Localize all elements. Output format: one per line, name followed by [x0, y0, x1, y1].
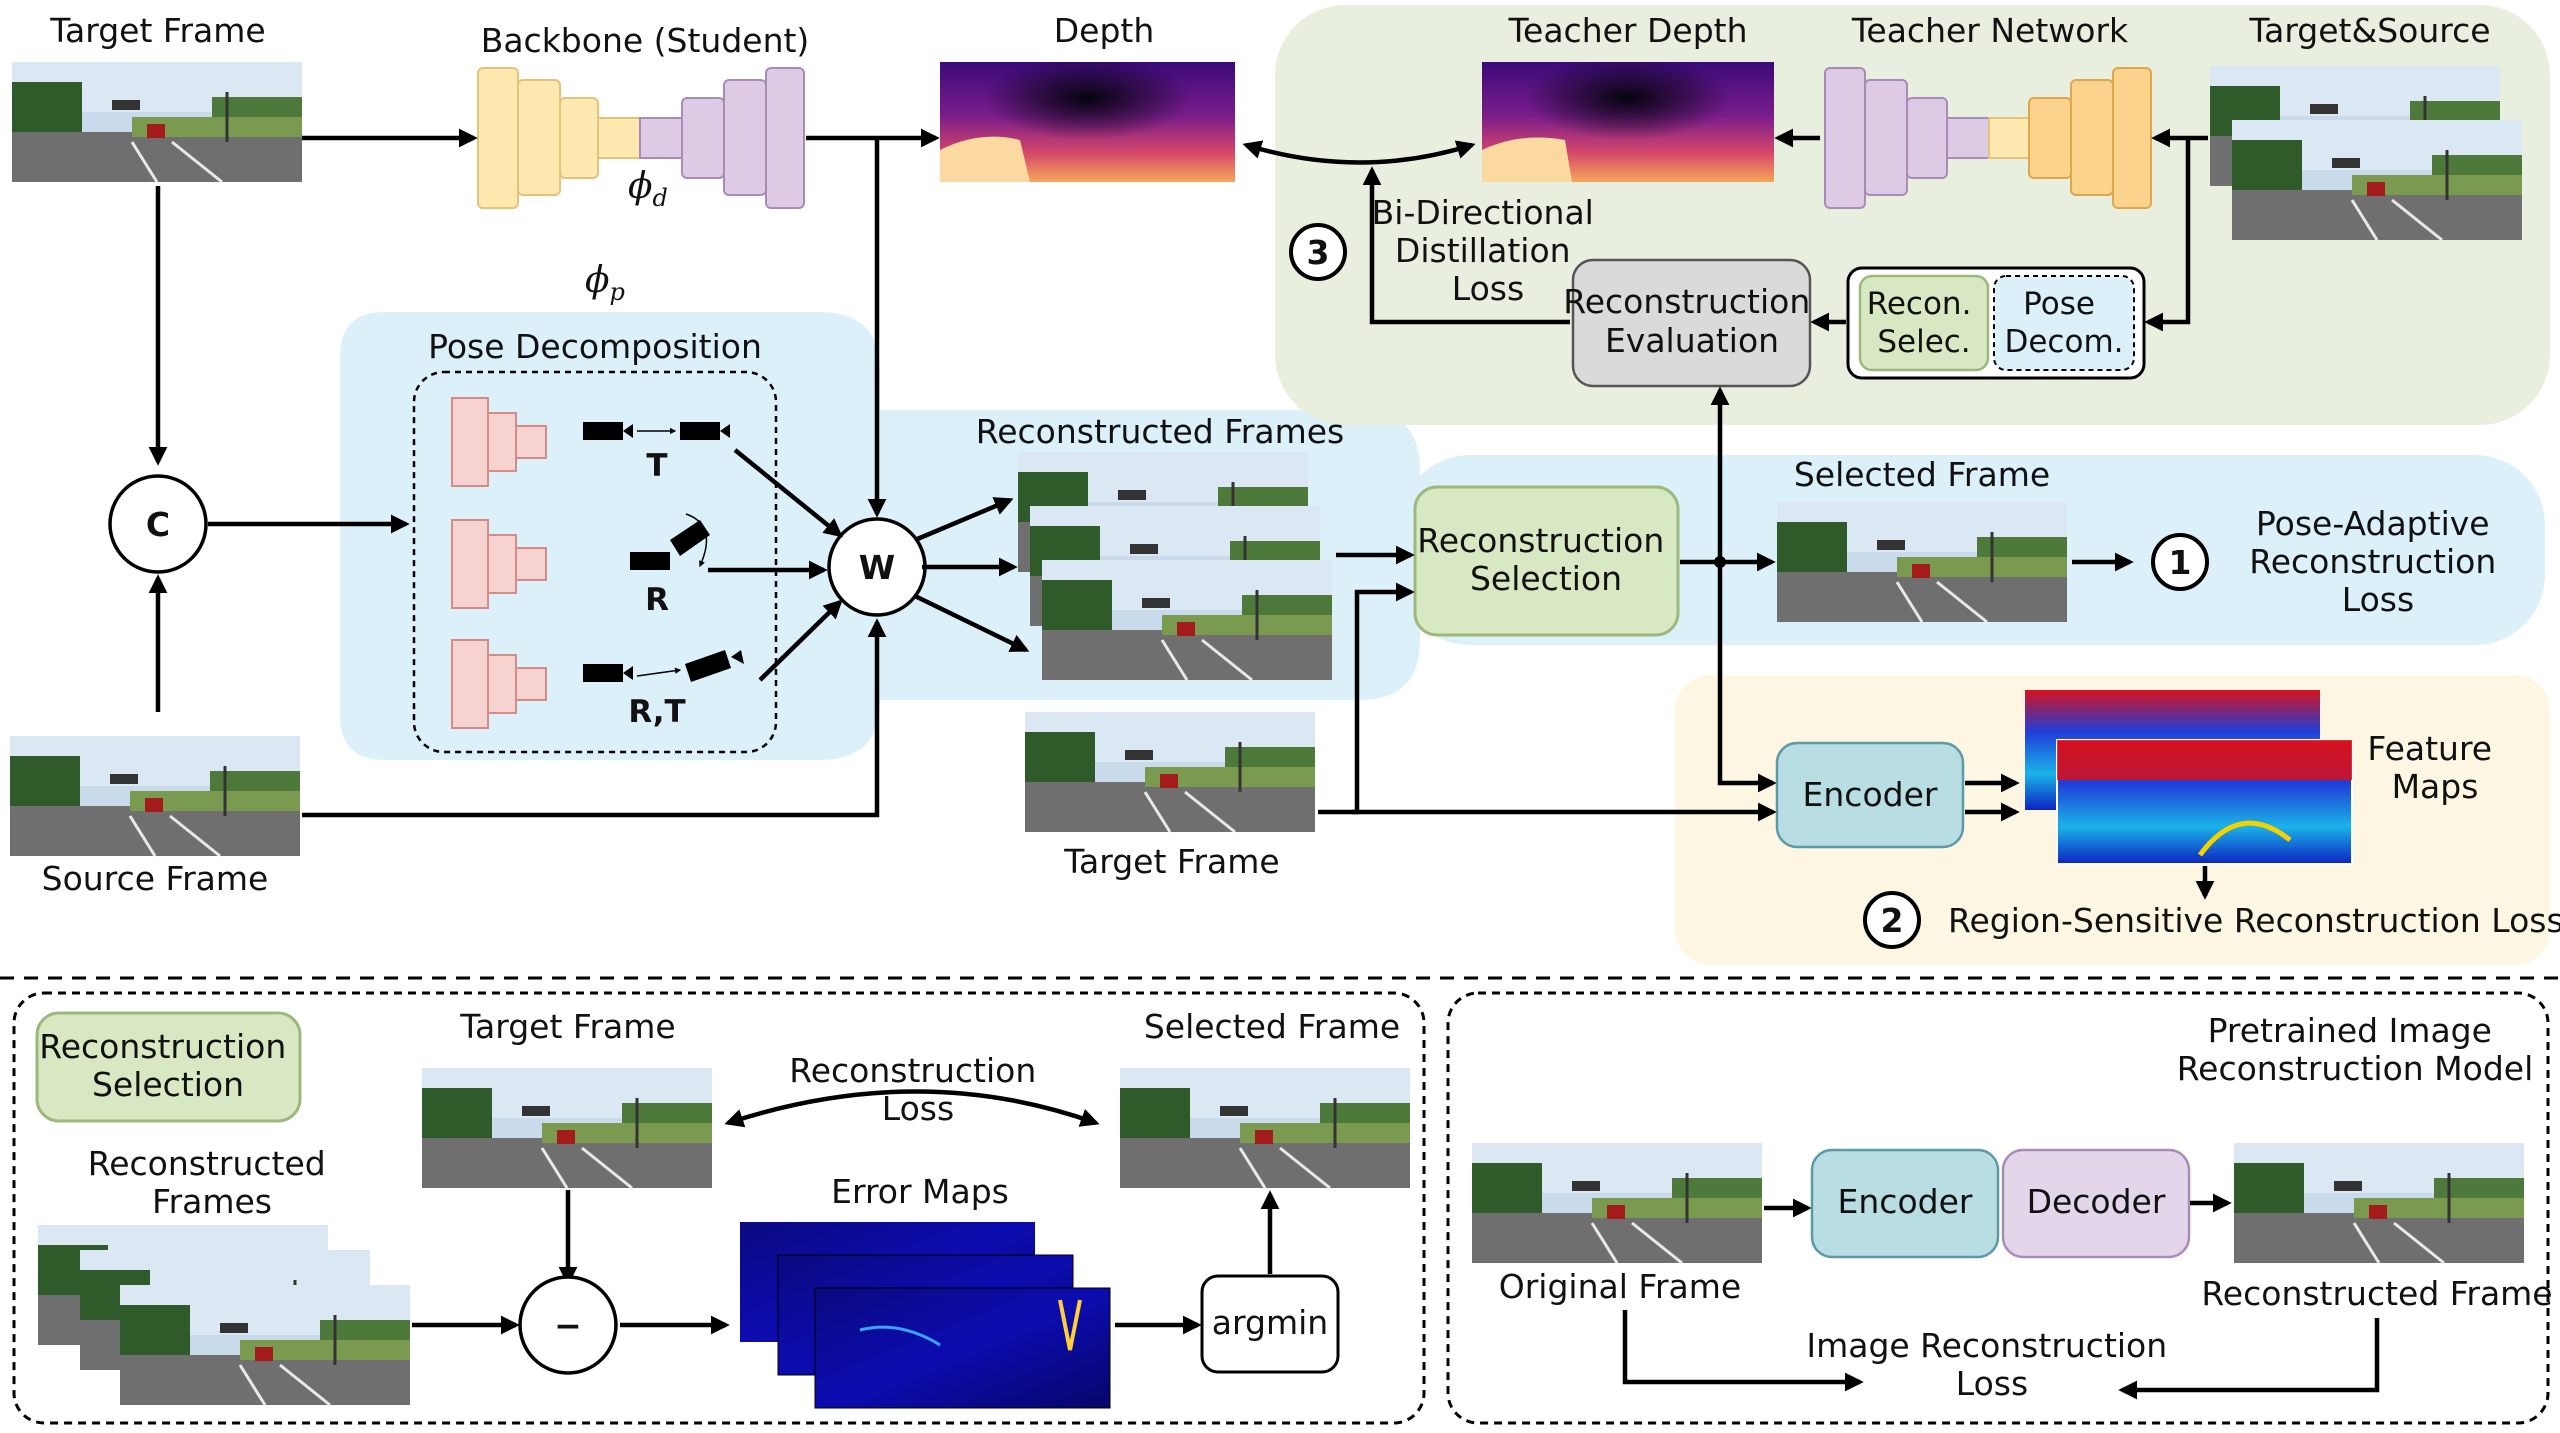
- depth-title: Depth: [1054, 11, 1155, 50]
- reconstruction-selection-box: [1413, 485, 1680, 637]
- decoder-box: [2001, 1148, 2191, 1259]
- phi-p-label: ϕp: [585, 260, 625, 306]
- reconstruction-selection-tag-label: Reconstruction Selection: [39, 1027, 296, 1104]
- source-frame-image: [8, 734, 302, 858]
- selected-frame-title: Selected Frame: [1794, 455, 2050, 494]
- teacher-depth-image: [1482, 62, 1774, 182]
- loss2-label: Region-Sensitive Reconstruction Loss: [1948, 901, 2560, 940]
- pose-net-R: [451, 519, 547, 609]
- pose-net-T: [451, 397, 547, 487]
- pretrained-model-panel: [1446, 991, 2550, 1425]
- teacher-depth-title: Teacher Depth: [1507, 11, 1747, 50]
- recon-selec-box: [1858, 274, 1990, 372]
- bl-reconstructed-frame-3: [118, 1283, 412, 1407]
- teacher-network-title: Teacher Network: [1851, 11, 2129, 50]
- reconstruction-selection-tag: [35, 1011, 302, 1123]
- phi-d-label: ϕd: [628, 166, 668, 212]
- reconstruction-evaluation-box: [1571, 258, 1812, 388]
- loss1-label: Pose-Adaptive Reconstruction Loss: [2249, 504, 2506, 619]
- teacher-network: [1824, 67, 2152, 209]
- reconstructed-frame-title: Reconstructed Frame: [2201, 1274, 2552, 1313]
- target-frame-mid-title: Target Frame: [1063, 842, 1279, 881]
- pose-decom-box: [1993, 275, 2135, 371]
- reconstruction-selection-label: Reconstruction Selection: [1417, 521, 1674, 598]
- reconstruction-loss-label: Reconstruction Loss: [789, 1051, 1046, 1128]
- rotation-camera-icon: [630, 513, 710, 570]
- reconstruction-selection-panel: [12, 991, 1426, 1425]
- feature-maps-image: [2025, 690, 2353, 865]
- error-maps-image: [740, 1222, 1111, 1409]
- loss3-marker: [1289, 223, 1347, 281]
- source-frame-title: Source Frame: [42, 859, 269, 898]
- pose-decomposition-box: [412, 370, 778, 754]
- feature-maps-label: Feature Maps: [2367, 729, 2502, 806]
- translation-camera-icon: [583, 422, 730, 440]
- loss1-number: 1: [2169, 543, 2192, 582]
- minus-label: −: [554, 1306, 582, 1345]
- loss3-label: Bi-Directional Distillation Loss: [1372, 193, 1605, 308]
- reconstructed-frame-3: [1040, 558, 1334, 682]
- loss3-number: 3: [1307, 233, 1330, 272]
- recon-selec-label: Recon. Selec.: [1867, 286, 1982, 360]
- argmin-label: argmin: [1212, 1303, 1328, 1342]
- bl-target-frame-image: [420, 1066, 714, 1190]
- minus-node: [518, 1275, 618, 1375]
- pose-R-label: R: [645, 582, 669, 618]
- selected-frame-image: [1775, 500, 2069, 624]
- error-maps-title: Error Maps: [831, 1172, 1009, 1211]
- pose-decomposition-title: Pose Decomposition: [428, 327, 762, 366]
- pretrained-model-title: Pretrained Image Reconstruction Model: [2177, 1011, 2534, 1088]
- target-source-title: Target&Source: [2248, 11, 2490, 50]
- bl-selected-frame-image: [1118, 1066, 1412, 1190]
- student-backbone-network: [477, 67, 805, 209]
- decoder-label: Decoder: [2027, 1182, 2166, 1221]
- bl-reconstructed-frames-title: Reconstructed Frames: [88, 1144, 336, 1221]
- pose-decom-label: Pose Decom.: [2004, 286, 2123, 360]
- image-reconstruction-loss-label: Image Reconstruction Loss: [1806, 1326, 2177, 1403]
- backbone-title: Backbone (Student): [481, 21, 810, 60]
- reconstruction-evaluation-label: Reconstruction Evaluation: [1563, 282, 1820, 360]
- original-frame-title: Original Frame: [1499, 1267, 1741, 1306]
- bottom-encoder-label: Encoder: [1838, 1182, 1973, 1221]
- rt-camera-icon: [583, 650, 744, 682]
- encoder-box: [1775, 741, 1965, 849]
- reconstructed-frame-image: [2232, 1141, 2526, 1265]
- loss2-marker: [1863, 891, 1921, 949]
- reconstructed-frames-title: Reconstructed Frames: [976, 412, 1344, 451]
- concat-node: [108, 474, 208, 574]
- target-frame-mid-image: [1023, 710, 1317, 834]
- bottom-encoder-box: [1810, 1148, 2000, 1259]
- bl-target-frame-title: Target Frame: [459, 1007, 675, 1046]
- pose-T-label: T: [646, 448, 667, 484]
- concat-label: C: [146, 505, 170, 544]
- pose-RT-label: R,T: [628, 694, 685, 730]
- pose-net-RT: [451, 639, 547, 729]
- loss2-number: 2: [1881, 901, 1904, 940]
- loss1-marker: [2151, 533, 2209, 591]
- target-source-image-front: [2230, 118, 2524, 242]
- encoder-label: Encoder: [1803, 775, 1938, 814]
- bl-selected-frame-title: Selected Frame: [1144, 1007, 1400, 1046]
- warp-label: W: [859, 548, 895, 587]
- depth-map-image: [940, 62, 1235, 182]
- target-frame-image: [10, 60, 304, 184]
- original-frame-image: [1470, 1141, 1764, 1265]
- target-frame-title: Target Frame: [49, 11, 265, 50]
- argmin-box: [1200, 1274, 1340, 1374]
